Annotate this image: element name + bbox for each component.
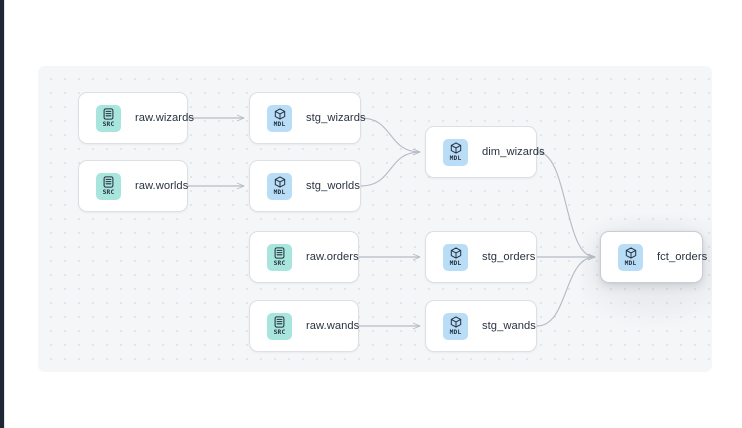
cube-icon: MDL <box>443 138 468 166</box>
graph-edge-stg_wizards-to-dim_wizards <box>360 117 420 152</box>
graph-node-stg_wizards[interactable]: MDL stg_wizards <box>249 92 366 144</box>
graph-node-raw_orders[interactable]: SRC raw.orders <box>249 231 359 283</box>
database-icon: SRC <box>96 104 121 132</box>
cube-icon: MDL <box>443 312 468 340</box>
cube-icon: MDL <box>618 243 643 271</box>
node-label: dim_wizards <box>482 146 545 158</box>
cube-icon: MDL <box>267 104 292 132</box>
node-kind-tag: MDL <box>449 328 462 336</box>
node-kind-tag: SRC <box>273 259 286 267</box>
node-kind-tag: MDL <box>449 154 462 162</box>
node-kind-tag: MDL <box>273 120 286 128</box>
database-icon: SRC <box>267 243 292 271</box>
graph-node-stg_wands[interactable]: MDL stg_wands <box>425 300 537 352</box>
graph-node-stg_worlds[interactable]: MDL stg_worlds <box>249 160 361 212</box>
node-label: stg_wands <box>482 320 536 332</box>
node-label: raw.wands <box>306 320 360 332</box>
node-kind-tag: SRC <box>273 328 286 336</box>
cube-icon: MDL <box>443 243 468 271</box>
graph-node-raw_worlds[interactable]: SRC raw.worlds <box>78 160 188 212</box>
node-label: raw.wizards <box>135 112 194 124</box>
graph-edge-stg_worlds-to-dim_wizards <box>360 152 420 187</box>
graph-node-dim_wizards[interactable]: MDL dim_wizards <box>425 126 545 178</box>
graph-node-stg_orders[interactable]: MDL stg_orders <box>425 231 537 283</box>
node-kind-tag: SRC <box>102 188 115 196</box>
left-rail-divider <box>4 0 5 428</box>
node-label: fct_orders <box>657 251 708 263</box>
graph-node-raw_wizards[interactable]: SRC raw.wizards <box>78 92 194 144</box>
cube-icon: MDL <box>267 172 292 200</box>
graph-node-fct_orders[interactable]: MDL fct_orders <box>600 231 707 283</box>
node-kind-tag: MDL <box>449 259 462 267</box>
database-icon: SRC <box>96 172 121 200</box>
node-label: stg_wizards <box>306 112 366 124</box>
node-label: raw.worlds <box>135 180 189 192</box>
node-label: raw.orders <box>306 251 359 263</box>
node-kind-tag: MDL <box>273 188 286 196</box>
node-label: stg_worlds <box>306 180 360 192</box>
node-kind-tag: SRC <box>102 120 115 128</box>
left-rail <box>0 0 4 428</box>
database-icon: SRC <box>267 312 292 340</box>
graph-node-raw_wands[interactable]: SRC raw.wands <box>249 300 359 352</box>
node-kind-tag: MDL <box>624 259 637 267</box>
node-label: stg_orders <box>482 251 536 263</box>
